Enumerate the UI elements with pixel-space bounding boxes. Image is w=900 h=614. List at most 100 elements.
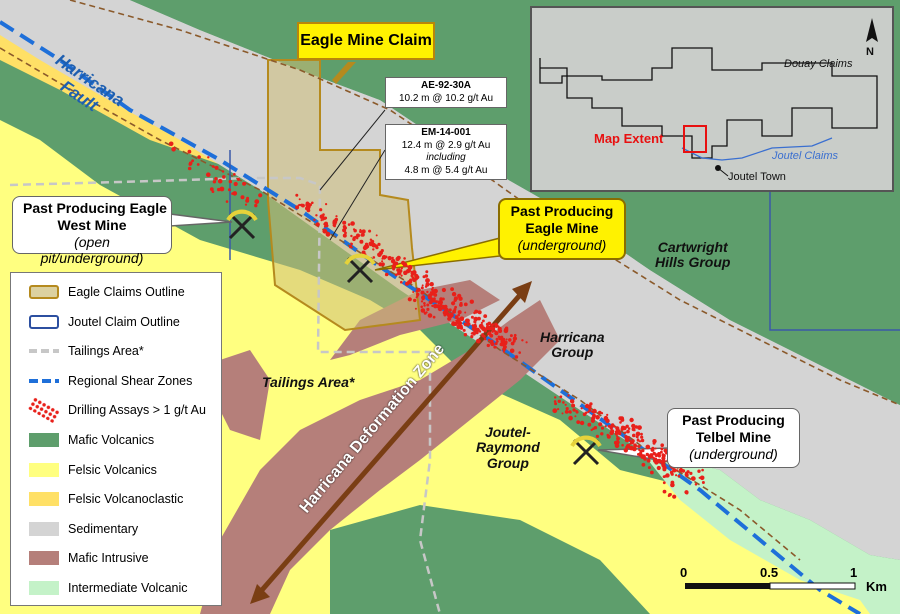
inset-joutel-claims-label: Joutel Claims [772,150,839,162]
assay-point [487,331,492,336]
assay-point [352,228,356,231]
scale-unit: Km [866,579,887,594]
assay-point [633,429,636,432]
assay-point [606,413,609,416]
legend-label: Tailings Area* [68,344,144,359]
legend-item: Intermediate Volcanic [11,577,223,599]
assay-point [604,425,607,428]
assay-point [295,193,299,197]
legend-label: Mafic Intrusive [68,551,149,566]
assay-point [421,297,425,301]
assay-point [677,474,681,478]
mine-name: Past Producing Telbel Mine [682,412,785,445]
legend-item: Sedimentary [11,518,223,540]
assay-point [443,313,446,316]
assay-point [616,436,620,441]
joutel-raymond-label: Joutel- Raymond Group [476,424,540,471]
mine-type: (underground) [517,236,607,253]
assay-point [405,281,409,286]
assay-point [188,162,192,166]
assay-point [242,181,247,186]
inset-drawing [532,8,892,190]
assay-point [670,472,674,476]
assay-point [667,494,671,498]
assay-point [297,204,300,207]
assay-point [325,203,328,206]
assay-point [426,283,430,286]
assay-point [325,231,331,237]
assay-point [392,267,395,271]
joutel-claims-outline [681,137,833,161]
assay-point [497,326,502,331]
assay-point [645,444,651,450]
assay-point [319,214,325,219]
assay-point [219,186,225,192]
assay-point [486,343,490,348]
assay-point [433,303,438,309]
assay-point [627,427,631,430]
assay-point [481,326,486,331]
assay-point [457,310,462,315]
assay-point [365,244,370,249]
assay-point [615,440,620,445]
legend-label: Sedimentary [68,521,139,536]
assay-point [414,307,417,310]
assay-point [637,445,641,448]
assay-point [654,447,657,450]
assay-point [610,423,615,427]
assay-point [576,420,581,424]
assay-point [231,192,234,195]
assay-point [698,476,701,479]
deformation-zone-arrow [253,285,529,600]
assay-point [603,415,609,421]
assay-point [657,452,661,456]
assay-point [457,313,461,317]
assay-point [311,201,314,205]
mafic-intrusive-left [215,350,270,440]
map-extent-box [683,125,707,153]
drill-result: 10.2 m @ 10.2 g/t Au [398,92,494,104]
assay-point [350,242,353,245]
legend-item: Drilling Assays > 1 g/t Au [11,396,223,424]
assay-point [350,221,355,226]
assay-point [689,471,693,475]
assay-point [624,431,627,434]
assay-point [420,305,424,309]
assay-point [614,430,618,434]
assay-point [424,274,429,278]
assay-point [348,245,353,249]
legend-label: Joutel Claim Outline [68,314,180,329]
assay-point [559,395,563,399]
assay-point [430,282,433,286]
assay-point [335,215,338,218]
assay-point [315,222,320,227]
assay-point [562,401,565,404]
assay-point [467,322,471,326]
assay-point [440,297,444,301]
assay-point [222,175,226,179]
legend-label: Felsic Volcanics [68,462,157,477]
assay-point [587,422,592,427]
assay-point [356,233,360,238]
assay-point [641,462,646,467]
assay-point [568,415,573,421]
assay-point [564,403,567,406]
assay-point [492,329,495,332]
assay-point [606,433,610,437]
assay-point [580,407,583,410]
assay-point [476,338,481,344]
assay-point [675,474,678,477]
assay-point [701,481,705,484]
assay-point [214,177,218,181]
assay-point [435,300,438,303]
assay-point [227,188,231,192]
assay-point [359,239,364,244]
assay-point [699,475,705,481]
assay-point [407,264,413,270]
legend-swatch [29,492,59,507]
claim-label-pointer [332,62,356,84]
assay-point [509,348,515,354]
assay-point [623,448,628,453]
